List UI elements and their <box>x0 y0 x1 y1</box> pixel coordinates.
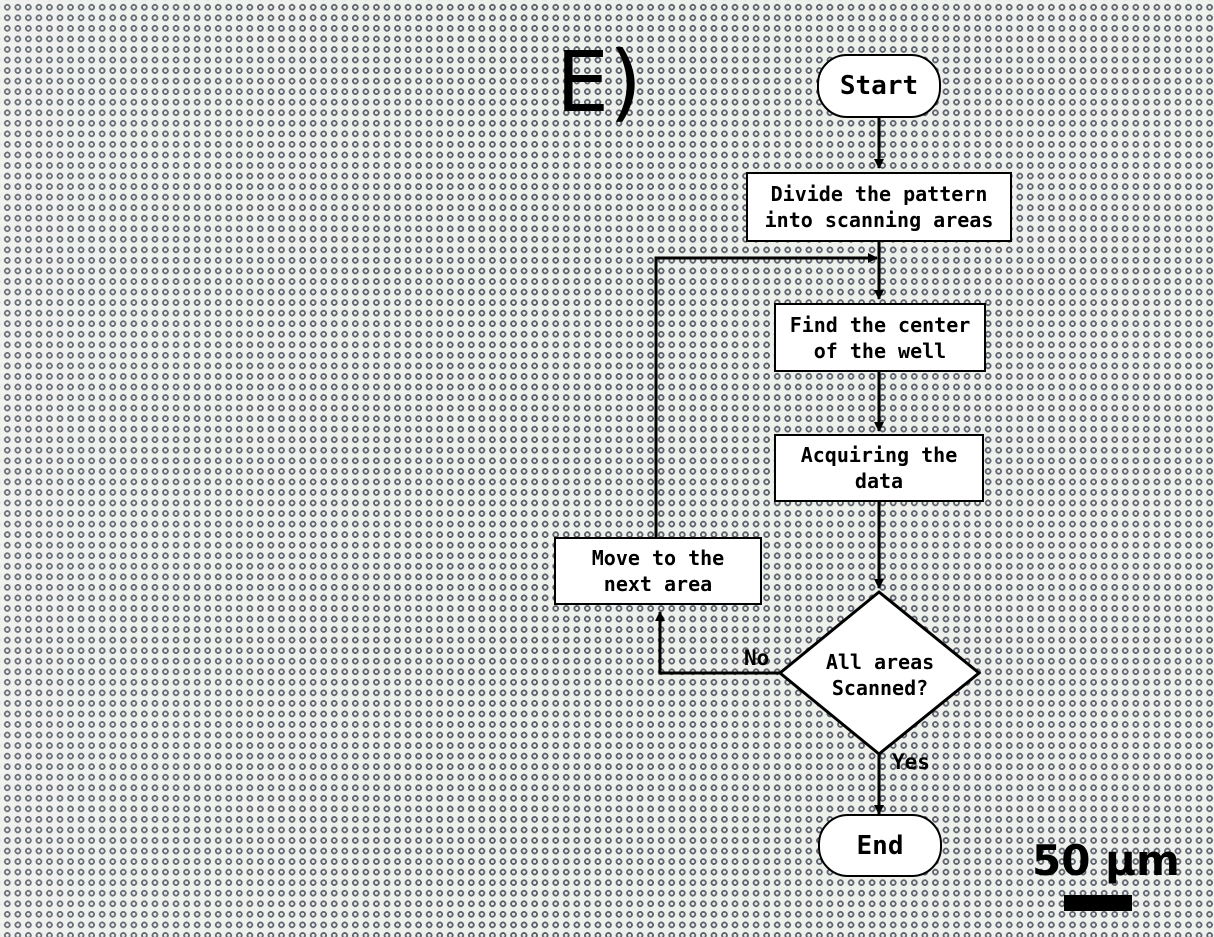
start-node: Start <box>817 54 941 118</box>
scale-bar-label: 50 µm <box>1032 836 1180 885</box>
yes-label: Yes <box>892 750 930 774</box>
decision-diamond <box>777 590 982 756</box>
panel-label: E) <box>556 33 642 131</box>
no-label: No <box>744 646 770 670</box>
move-next-step: Move to the next area <box>554 537 762 605</box>
decision-label: All areas Scanned? <box>825 650 935 700</box>
acquire-data-step: Acquiring the data <box>774 434 984 502</box>
find-center-step: Find the center of the well <box>774 303 986 372</box>
arrow-decision-no-to-move <box>655 611 782 675</box>
scale-bar <box>1064 895 1132 911</box>
end-node: End <box>818 814 942 877</box>
arrow-move-loop-back <box>654 253 878 537</box>
divide-step: Divide the pattern into scanning areas <box>746 172 1012 242</box>
